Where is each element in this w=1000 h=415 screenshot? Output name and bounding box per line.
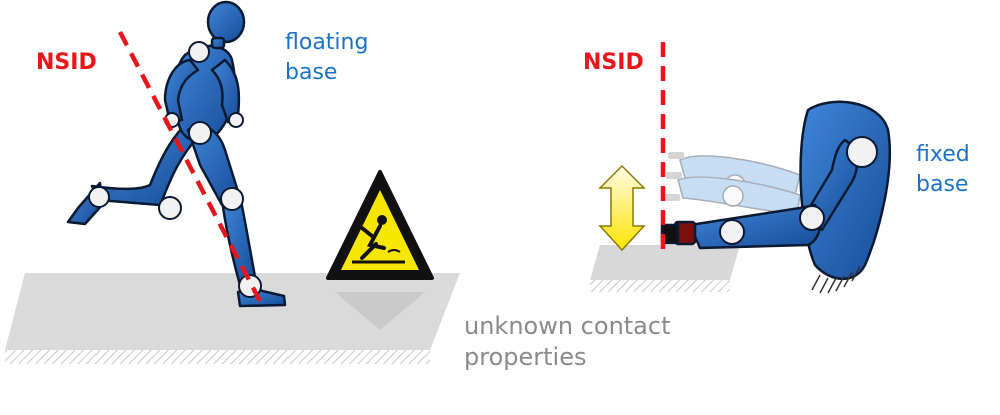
contact-block <box>590 245 740 280</box>
hammer-icon <box>660 220 697 246</box>
arm-joint-elbow <box>799 205 825 231</box>
contact-properties-label: unknown contact properties <box>464 311 671 373</box>
contact-properties-line-2: properties <box>464 343 587 371</box>
fixed-base-robot-arm <box>660 100 892 294</box>
joint-elbow-front <box>228 112 244 128</box>
ground-hatch-right <box>590 280 730 292</box>
nsid-line-left <box>118 30 264 307</box>
warning-sign-reflection <box>335 292 425 330</box>
fixed-base-line-2: base <box>916 172 969 197</box>
left-scene <box>5 0 460 364</box>
ghost-arm-positions <box>664 152 801 216</box>
joint-hip <box>188 121 212 145</box>
contact-properties-line-1: unknown contact <box>464 312 671 340</box>
ground-platform-left <box>5 273 460 350</box>
running-humanoid-robot <box>66 0 287 308</box>
floating-base-line-1: floating <box>285 30 369 55</box>
slippery-floor-warning-icon <box>326 170 434 280</box>
up-down-arrow-icon <box>598 164 646 252</box>
floating-base-label: floating base <box>285 28 368 88</box>
ground-hatch-left <box>5 350 430 364</box>
right-scene <box>590 42 892 294</box>
fixed-base-line-1: fixed <box>916 142 970 167</box>
arm-joint-wrist <box>719 219 745 245</box>
fixed-base-label: fixed base <box>916 140 970 200</box>
joint-foot-back <box>88 186 110 208</box>
nsid-label-left: NSID <box>36 50 97 75</box>
ghost-hammer-icon <box>664 152 684 201</box>
joint-shoulder <box>188 41 210 63</box>
joint-knee-back <box>158 196 182 220</box>
arm-joint-base <box>846 136 878 168</box>
nsid-label-right: NSID <box>583 50 644 75</box>
floating-base-line-2: base <box>285 60 338 85</box>
joint-knee-front <box>220 187 244 211</box>
